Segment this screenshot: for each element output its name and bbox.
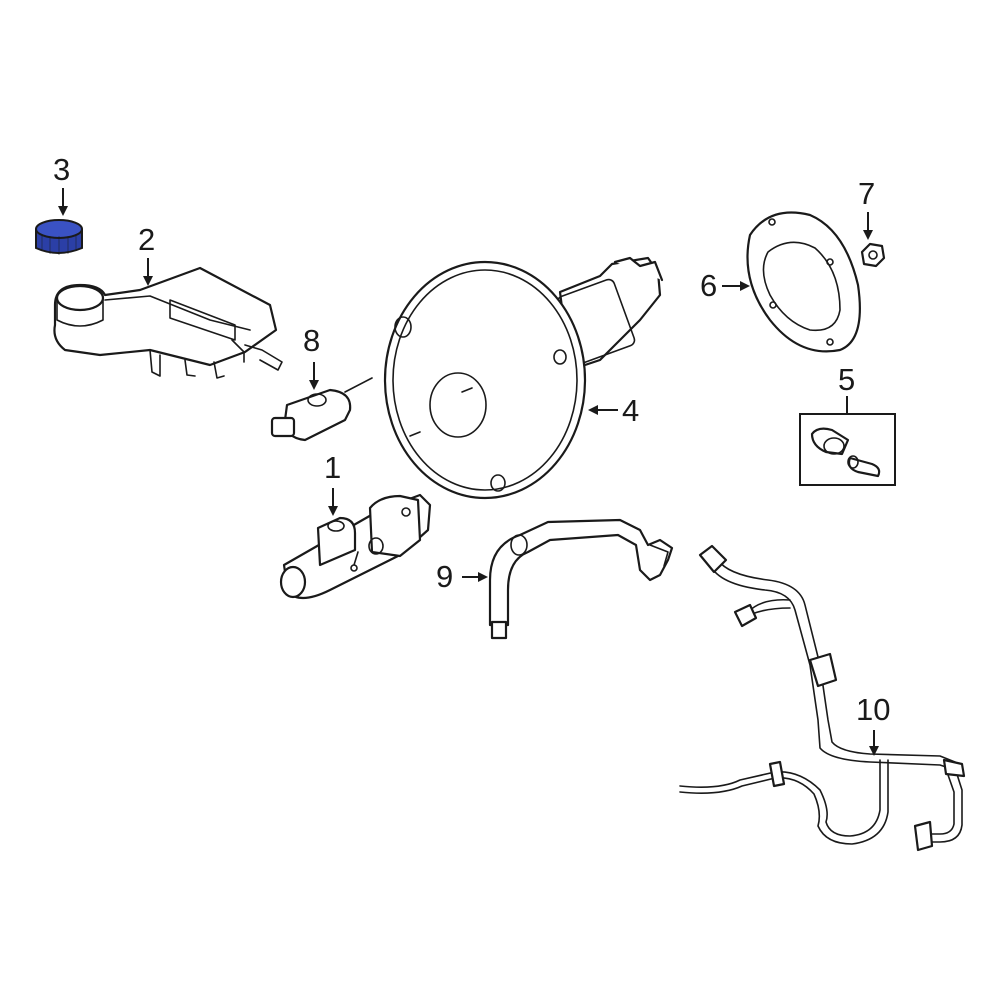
callout-7: 7 — [858, 176, 876, 211]
callout-6: 6 — [700, 268, 718, 303]
callout-10: 10 — [856, 692, 891, 727]
part-5-fastener-kit[interactable] — [799, 413, 896, 486]
callout-5: 5 — [838, 362, 856, 397]
leader-3 — [58, 188, 68, 216]
part-8-level-switch[interactable] — [270, 377, 373, 442]
part-6-gasket[interactable] — [746, 211, 861, 353]
leader-1 — [328, 488, 338, 516]
part-4-brake-booster[interactable] — [383, 256, 664, 500]
callout-2: 2 — [138, 222, 156, 257]
part-1-master-cylinder[interactable] — [279, 493, 432, 600]
leader-9 — [462, 572, 488, 582]
callout-1: 1 — [324, 450, 342, 485]
leader-4 — [588, 405, 618, 415]
callout-9: 9 — [436, 559, 454, 594]
leader-6 — [722, 281, 750, 291]
leader-8 — [309, 362, 319, 390]
leader-7 — [863, 212, 873, 240]
leader-10 — [869, 730, 879, 756]
part-7-nut[interactable] — [860, 242, 886, 268]
part-10-wiring-harness[interactable] — [679, 544, 966, 852]
callout-4: 4 — [622, 393, 640, 428]
part-2-fluid-reservoir[interactable] — [53, 266, 283, 379]
part-3-reservoir-cap[interactable] — [35, 219, 83, 255]
leader-2 — [143, 258, 153, 286]
part-9-vacuum-hose[interactable] — [488, 518, 674, 640]
callout-8: 8 — [303, 323, 321, 358]
callout-3: 3 — [53, 152, 71, 187]
